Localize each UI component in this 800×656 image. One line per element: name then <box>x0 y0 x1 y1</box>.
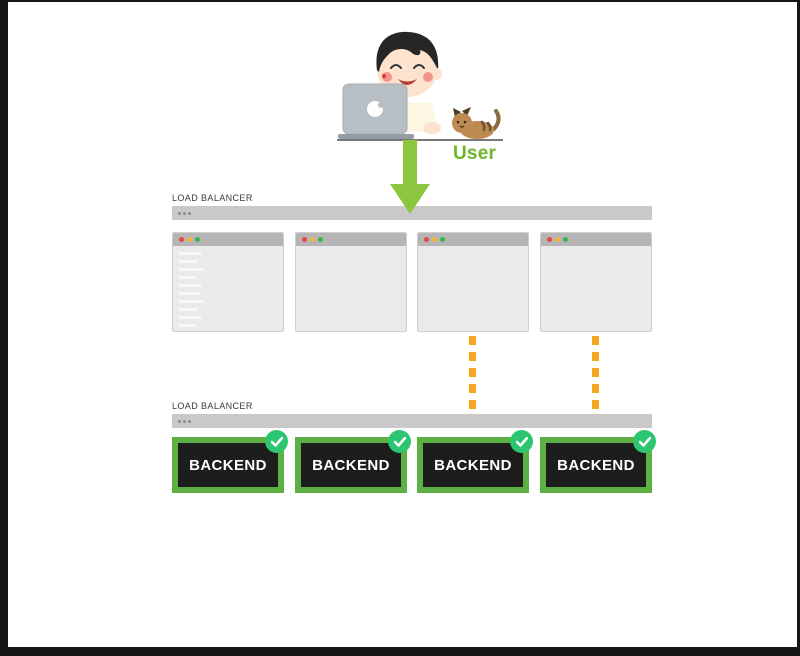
skeleton-line <box>178 292 200 295</box>
window-dot-green-icon <box>440 237 445 242</box>
frame-edge-right <box>797 0 800 656</box>
user-illustration <box>335 26 505 144</box>
window-dot-green-icon <box>318 237 323 242</box>
dashed-connector-1 <box>469 336 476 412</box>
load-balancer-bottom-label: LOAD BALANCER <box>172 401 253 411</box>
window-dot-yellow-icon <box>555 237 560 242</box>
skeleton-line <box>178 268 204 271</box>
lb-dot-icon <box>183 211 186 215</box>
cat-left-eye-icon <box>456 120 460 124</box>
skeleton-line <box>178 276 196 279</box>
check-icon <box>265 430 288 453</box>
laptop-base-icon <box>338 134 414 139</box>
backend-box-1: BACKEND <box>172 430 288 493</box>
window-body <box>173 246 283 332</box>
skeleton-line <box>178 284 202 287</box>
right-eye-icon <box>413 64 425 69</box>
load-balancer-top-label: LOAD BALANCER <box>172 193 253 203</box>
skeleton-line <box>178 252 202 255</box>
left-eye-icon <box>390 64 402 69</box>
skeleton-line <box>178 316 202 319</box>
cheek-dot-icon <box>382 74 386 78</box>
backend-box-2: BACKEND <box>295 430 411 493</box>
window-titlebar <box>541 233 651 246</box>
window-dot-yellow-icon <box>432 237 437 242</box>
frame-edge-left <box>0 0 8 656</box>
window-dot-red-icon <box>547 237 552 242</box>
mouth-icon <box>398 79 417 85</box>
browser-window-1 <box>172 232 284 332</box>
window-dot-green-icon <box>195 237 200 242</box>
check-icon <box>388 430 411 453</box>
skeleton-line <box>178 324 196 327</box>
window-body <box>541 246 651 332</box>
backend-box-4: BACKEND <box>540 430 656 493</box>
skeleton-line <box>178 308 198 311</box>
right-cheek-icon <box>423 72 433 82</box>
backend-label: BACKEND <box>189 456 267 474</box>
window-dot-red-icon <box>302 237 307 242</box>
cat-right-eye-icon <box>463 120 467 124</box>
cat-left-ear-icon <box>453 108 461 117</box>
cat-right-ear-icon <box>462 107 471 116</box>
content-skeleton <box>178 252 204 332</box>
skeleton-line <box>178 300 204 303</box>
lb-dot-icon <box>188 419 191 423</box>
backend-label: BACKEND <box>434 456 512 474</box>
backend-label: BACKEND <box>557 456 635 474</box>
check-icon <box>633 430 656 453</box>
browser-window-4 <box>540 232 652 332</box>
skeleton-line <box>178 260 198 263</box>
lb-dot-icon <box>183 419 186 423</box>
window-body <box>418 246 528 332</box>
hand-icon <box>423 122 441 134</box>
cat-mouth-icon <box>459 125 465 128</box>
window-dot-green-icon <box>563 237 568 242</box>
dashed-connector-2 <box>592 336 599 412</box>
cat-stripes-icon <box>480 120 492 132</box>
browser-window-3 <box>417 232 529 332</box>
hair-top-icon <box>376 34 438 72</box>
cat-head-icon <box>452 113 472 133</box>
window-titlebar <box>296 233 406 246</box>
frame-edge-top <box>0 0 800 2</box>
window-dot-red-icon <box>179 237 184 242</box>
window-dot-yellow-icon <box>310 237 315 242</box>
frame-edge-bottom <box>0 647 800 656</box>
window-titlebar <box>418 233 528 246</box>
backend-box-3: BACKEND <box>417 430 533 493</box>
down-arrow-icon <box>390 140 430 214</box>
lb-dot-icon <box>188 211 191 215</box>
lb-dot-icon <box>178 211 181 215</box>
window-dot-red-icon <box>424 237 429 242</box>
backend-label: BACKEND <box>312 456 390 474</box>
cat-tail-icon <box>492 109 501 131</box>
check-icon <box>510 430 533 453</box>
load-balancer-top-bar <box>172 206 652 220</box>
user-illustration-svg <box>337 31 503 141</box>
lb-dot-icon <box>178 419 181 423</box>
window-titlebar <box>173 233 283 246</box>
browser-window-2 <box>295 232 407 332</box>
window-dot-yellow-icon <box>187 237 192 242</box>
window-body <box>296 246 406 332</box>
user-label: User <box>453 143 497 164</box>
load-balancer-bottom-bar <box>172 414 652 428</box>
laptop-logo-bite-icon <box>378 102 384 108</box>
